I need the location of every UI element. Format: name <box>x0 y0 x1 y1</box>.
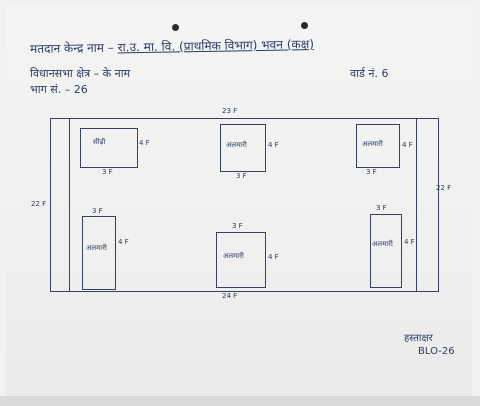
punch-hole-right <box>301 22 308 29</box>
room-bottom-center-height: 4 F <box>268 253 279 261</box>
room-top-center <box>220 124 266 172</box>
room-top-center-label: अलमारी <box>226 141 247 149</box>
header-ward: वार्ड नं. 6 <box>350 67 389 80</box>
room-bottom-right-label: अलमारी <box>372 240 393 248</box>
paper-bottom-edge <box>0 396 480 406</box>
room-bottom-center-label: अलमारी <box>223 252 244 260</box>
room-bottom-left <box>82 216 116 290</box>
top-dimension: 23 F <box>222 107 238 115</box>
room-bottom-left-height: 4 F <box>118 238 129 246</box>
plan-divider-left <box>69 119 70 291</box>
room-top-right <box>356 124 400 168</box>
room-top-center-width: 3 F <box>236 172 247 180</box>
header-line3: भाग सं. – 26 <box>30 83 88 96</box>
header-line2: विधानसभा क्षेत्र – के नाम <box>30 67 131 80</box>
header-title-right: रा.उ. मा. वि. (प्राथमिक विभाग) भवन (कक्ष… <box>117 37 315 55</box>
room-top-left-width: 3 F <box>102 168 113 176</box>
room-top-left <box>80 128 138 168</box>
room-top-left-height: 4 F <box>139 139 150 147</box>
room-bottom-right-width: 3 F <box>376 204 387 212</box>
room-bottom-right <box>370 214 402 288</box>
room-bottom-right-height: 4 F <box>404 238 415 246</box>
plan-divider-right <box>416 119 417 291</box>
bottom-dimension: 24 F <box>222 292 238 300</box>
punch-hole-left <box>172 24 179 31</box>
right-dimension: 22 F <box>436 184 452 192</box>
header-title-left: मतदान केन्द्र नाम – <box>29 40 114 56</box>
room-bottom-center-width: 3 F <box>232 222 243 230</box>
signature-line1: हस्ताक्षर <box>404 333 433 344</box>
left-dimension: 22 F <box>31 200 47 208</box>
room-bottom-center <box>216 232 266 288</box>
room-bottom-left-label: अलमारी <box>86 244 107 252</box>
paper-sheet <box>6 6 472 402</box>
room-top-center-height: 4 F <box>268 141 279 149</box>
room-bottom-left-width: 3 F <box>92 207 103 215</box>
room-top-right-label: अलमारी <box>362 140 383 148</box>
floor-plan-outline <box>50 118 439 292</box>
signature-line2: BLO-26 <box>418 346 455 357</box>
room-top-right-width: 3 F <box>366 168 377 176</box>
room-top-left-label: सीढ़ी <box>93 138 106 146</box>
room-top-right-height: 4 F <box>402 141 413 149</box>
